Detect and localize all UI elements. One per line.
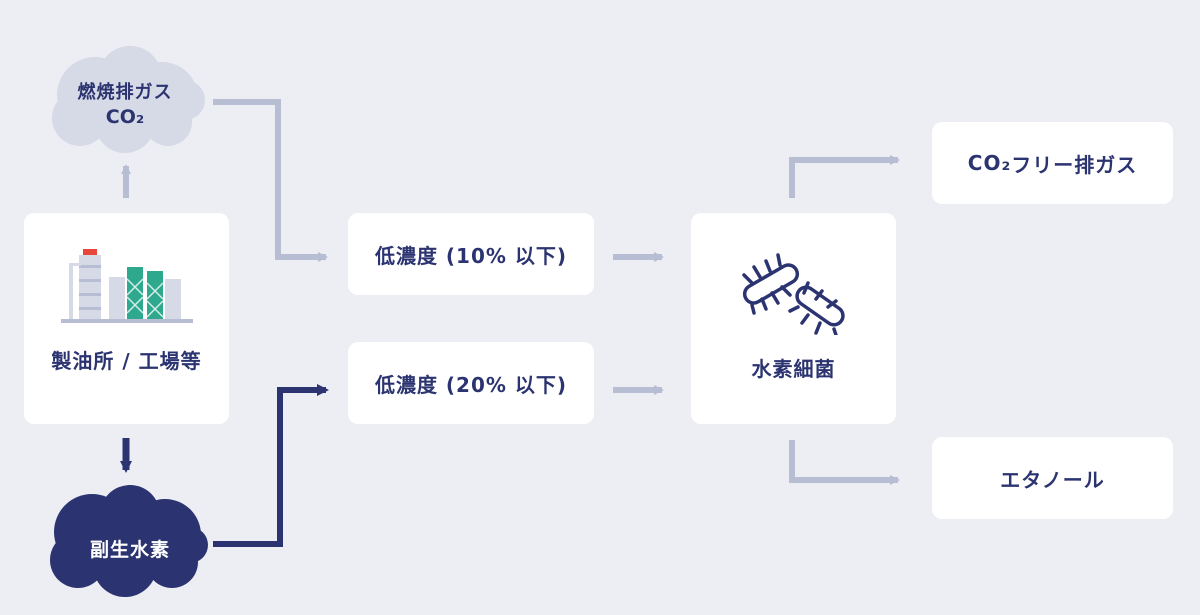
factory-label: 製油所 / 工場等: [51, 349, 202, 373]
bacteria-icon: [741, 253, 845, 335]
exhaust-cloud: [52, 46, 205, 153]
low-concentration-10-node: 低濃度 (10% 以下): [348, 213, 594, 295]
arrow-hydrogen-to-20: [213, 384, 329, 547]
exhaust-label-line2: CO₂: [106, 106, 144, 128]
byproduct-hydrogen-label: 副生水素: [89, 538, 170, 561]
arrow-exhaust-to-10: [213, 99, 328, 262]
co2-free-co: CO: [967, 151, 1002, 175]
low-concentration-20-node: 低濃度 (20% 以下): [348, 342, 594, 424]
co2-free-sub2: ₂: [1001, 151, 1012, 175]
factory-node: 製油所 / 工場等: [24, 213, 229, 424]
exhaust-label: 燃焼排ガス CO₂: [60, 68, 190, 138]
ethanol-node: エタノール: [932, 437, 1173, 519]
exhaust-co: CO: [105, 106, 136, 128]
hydrogen-bacteria-label: 水素細菌: [751, 357, 836, 381]
hydrogen-bacteria-node: 水素細菌: [691, 213, 896, 424]
factory-icon: [60, 249, 193, 323]
arrow-bacteria-to-co2free: [789, 155, 900, 198]
exhaust-label-line1: 燃焼排ガス: [77, 82, 173, 103]
co2-free-rest: フリー排ガス: [1011, 152, 1138, 177]
exhaust-sub2: ₂: [135, 106, 145, 128]
arrow-bacteria-to-ethanol: [789, 440, 900, 485]
hydrogen-cloud: [50, 485, 208, 597]
